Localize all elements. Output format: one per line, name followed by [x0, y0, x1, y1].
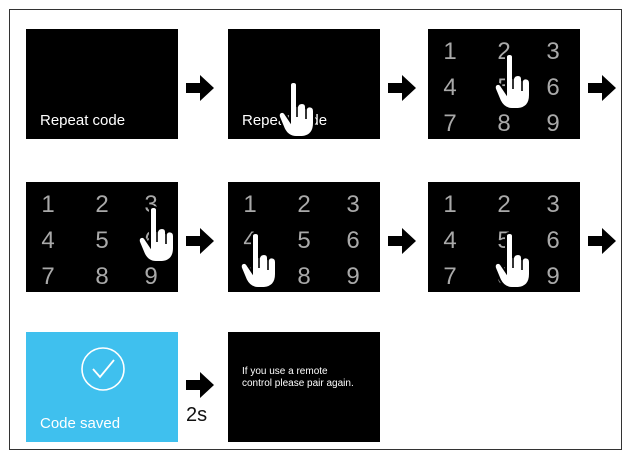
key-3: 3 [346, 191, 360, 218]
arrow-right-icon [388, 228, 416, 254]
key-3: 3 [546, 191, 560, 218]
screen-repeat-code: Repeat code [26, 29, 178, 139]
delay-label: 2s [186, 404, 208, 426]
key-6: 6 [346, 227, 360, 254]
message-line-2: control please pair again. [242, 378, 354, 389]
key-2: 2 [497, 191, 511, 218]
key-9: 9 [144, 263, 158, 290]
key-6: 6 [546, 74, 560, 101]
arrow-right-icon [186, 228, 214, 254]
key-1: 1 [443, 38, 457, 65]
key-3: 3 [546, 38, 560, 65]
pointing-hand-icon [494, 232, 531, 289]
message-line-1: If you use a remote [242, 366, 328, 377]
arrow-right-icon [388, 75, 416, 101]
arrow-right-icon [588, 228, 616, 254]
pointing-hand-icon [494, 53, 531, 110]
key-8: 8 [297, 263, 311, 290]
instruction-diagram: Repeat code Repeat code 1 2 3 4 5 6 7 8 … [9, 9, 622, 450]
arrow-right-icon [186, 75, 214, 101]
key-1: 1 [243, 191, 257, 218]
key-4: 4 [443, 227, 457, 254]
screen-pair-remote-message: If you use a remote control please pair … [228, 332, 380, 442]
code-saved-label: Code saved [40, 415, 121, 432]
key-7: 7 [443, 110, 457, 137]
key-8: 8 [95, 263, 109, 290]
screen-keypad-step-3: 1 2 3 4 5 6 7 8 9 [228, 182, 380, 292]
arrow-right-icon [588, 75, 616, 101]
repeat-code-label: Repeat code [40, 112, 126, 129]
pointing-hand-icon [240, 232, 277, 289]
screen-keypad-step-4: 1 2 3 4 5 6 7 8 9 [428, 182, 580, 292]
key-8: 8 [497, 110, 511, 137]
key-9: 9 [546, 263, 560, 290]
screen-code-saved: Code saved [26, 332, 178, 442]
checkmark-circle-icon [81, 347, 125, 391]
screen-keypad-step-2: 1 2 3 4 5 6 7 8 9 [26, 182, 178, 292]
key-4: 4 [41, 227, 55, 254]
key-6: 6 [546, 227, 560, 254]
key-5: 5 [95, 227, 109, 254]
arrow-right-icon [186, 372, 214, 398]
key-2: 2 [95, 191, 109, 218]
key-7: 7 [443, 263, 457, 290]
key-9: 9 [346, 263, 360, 290]
screen-tap-repeat-code: Repeat code [228, 29, 380, 139]
key-5: 5 [297, 227, 311, 254]
screen-keypad-step-1: 1 2 3 4 5 6 7 8 9 [428, 29, 580, 139]
key-1: 1 [443, 191, 457, 218]
key-4: 4 [443, 74, 457, 101]
key-2: 2 [297, 191, 311, 218]
pointing-hand-icon [138, 206, 175, 263]
pointing-hand-icon [278, 81, 315, 138]
key-1: 1 [41, 191, 55, 218]
key-9: 9 [546, 110, 560, 137]
keypad: 1 2 3 4 5 6 7 8 9 [228, 182, 380, 292]
key-7: 7 [41, 263, 55, 290]
pair-again-message: If you use a remote control please pair … [242, 366, 372, 390]
keypad: 1 2 3 4 5 6 7 8 9 [428, 29, 580, 139]
